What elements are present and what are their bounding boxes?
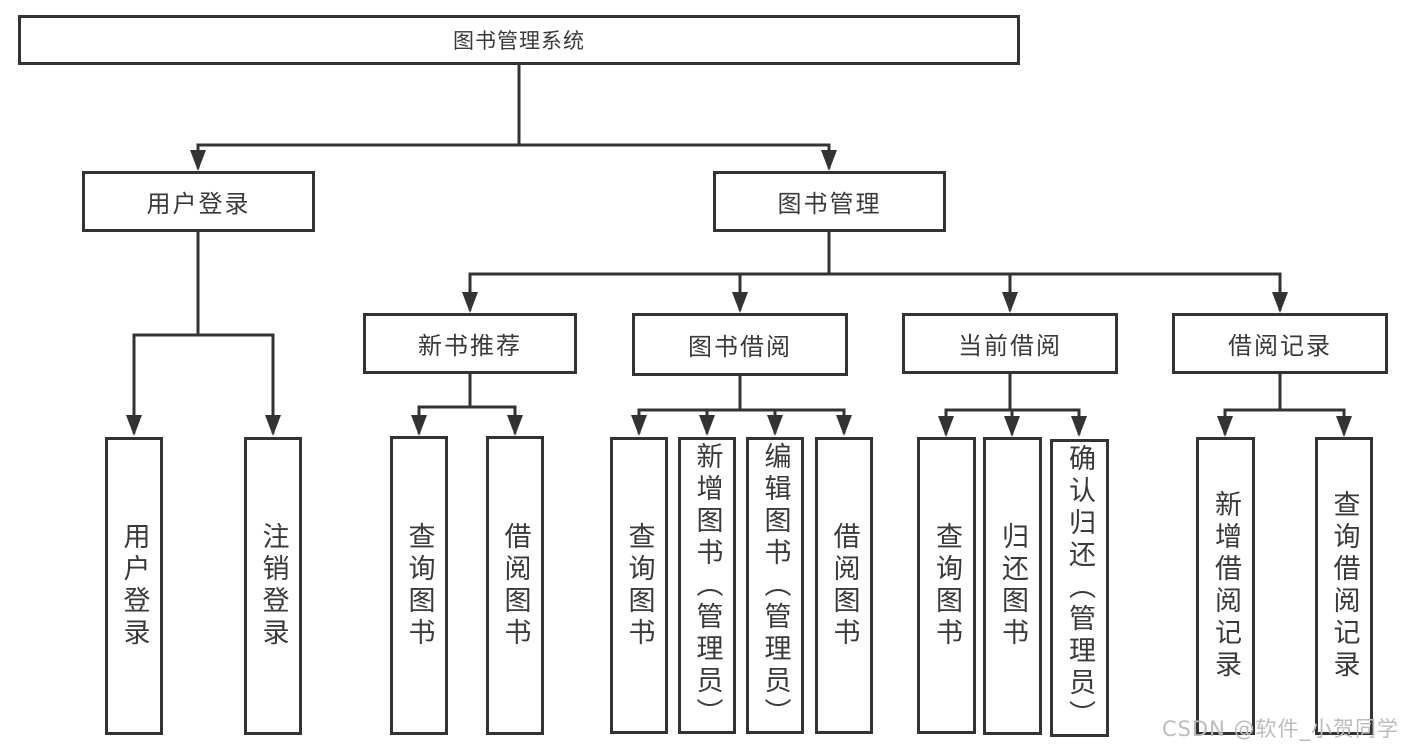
leaf-recommend-query-books: 查询图书	[390, 436, 448, 735]
leaf-add-borrow-record-label: 新增借阅记录	[1210, 490, 1241, 682]
leaf-edit-books-admin: 编辑图书（管理员）	[746, 437, 804, 734]
leaf-current-query-books: 查询图书	[917, 437, 976, 734]
leaf-recommend-query-books-label: 查询图书	[403, 521, 435, 650]
node-user-login-label: 用户登录	[146, 190, 251, 218]
leaf-return-books: 归还图书	[983, 437, 1042, 735]
node-new-book-recommend-label: 新书推荐	[418, 332, 522, 360]
csdn-watermark: CSDN @软件_小贺同学	[1161, 717, 1399, 741]
node-book-borrowing-label: 图书借阅	[688, 333, 792, 361]
connector-records	[1217, 371, 1352, 437]
node-root: 图书管理系统	[18, 15, 1020, 65]
node-book-management: 图书管理	[713, 171, 946, 232]
leaf-recommend-borrow-books: 借阅图书	[486, 436, 544, 735]
node-borrowing-records-label: 借阅记录	[1228, 332, 1332, 360]
connector-borrowing	[631, 373, 852, 436]
leaf-logout-label: 注销登录	[257, 522, 289, 650]
node-new-book-recommend: 新书推荐	[363, 313, 577, 374]
leaf-logout: 注销登录	[244, 437, 302, 735]
connector-current	[938, 371, 1087, 437]
node-borrowing-records: 借阅记录	[1172, 313, 1388, 374]
leaf-query-borrow-record-label: 查询借阅记录	[1328, 490, 1360, 682]
node-book-borrowing: 图书借阅	[632, 313, 848, 376]
leaf-add-borrow-record: 新增借阅记录	[1196, 437, 1255, 735]
connector-root	[190, 63, 837, 171]
leaf-confirm-return-admin-label: 确认归还（管理员）	[1064, 444, 1095, 732]
connector-management	[462, 230, 1288, 313]
leaf-add-books-admin: 新增图书（管理员）	[678, 437, 736, 734]
leaf-user-login: 用户登录	[105, 437, 163, 735]
leaf-confirm-return-admin: 确认归还（管理员）	[1050, 439, 1109, 737]
node-root-label: 图书管理系统	[453, 29, 585, 53]
node-book-management-label: 图书管理	[777, 190, 882, 218]
leaf-query-borrow-record: 查询借阅记录	[1315, 437, 1373, 735]
leaf-recommend-borrow-books-label: 借阅图书	[499, 521, 531, 650]
leaf-borrowing-borrow-books: 借阅图书	[815, 437, 873, 734]
leaf-borrowing-borrow-books-label: 借阅图书	[828, 521, 860, 650]
leaf-borrowing-query-books-label: 查询图书	[623, 521, 655, 650]
leaf-borrowing-query-books: 查询图书	[610, 437, 668, 734]
connector-new-books	[411, 371, 523, 436]
node-current-borrowing-label: 当前借阅	[958, 332, 1062, 360]
leaf-return-books-label: 归还图书	[997, 522, 1028, 650]
connector-login	[126, 230, 281, 436]
leaf-edit-books-admin-label: 编辑图书（管理员）	[759, 441, 791, 730]
leaf-user-login-label: 用户登录	[118, 522, 150, 650]
leaf-current-query-books-label: 查询图书	[931, 521, 962, 650]
node-user-login: 用户登录	[82, 171, 315, 232]
node-current-borrowing: 当前借阅	[902, 313, 1118, 374]
leaf-add-books-admin-label: 新增图书（管理员）	[691, 441, 723, 730]
